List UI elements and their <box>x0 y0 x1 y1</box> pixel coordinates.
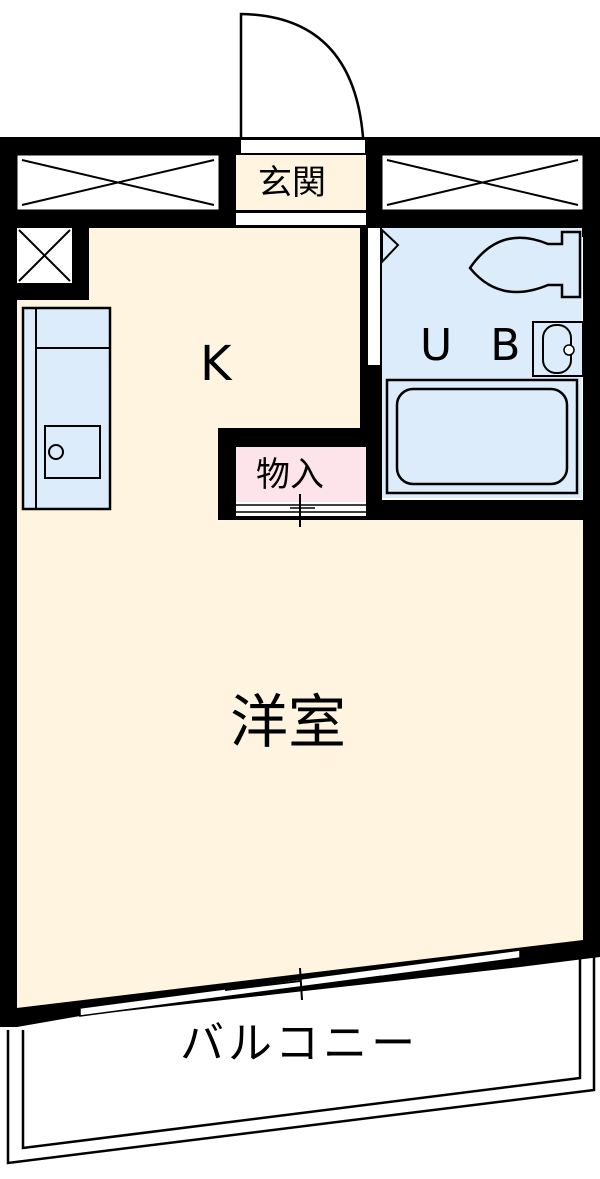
entrance-floor <box>236 155 366 210</box>
sink-icon <box>532 321 584 377</box>
toilet-icon <box>468 230 582 299</box>
bath-door-swing <box>381 227 400 265</box>
western-room-floor <box>17 520 583 1010</box>
balcony-railing <box>6 955 596 1165</box>
closet-left-icon <box>16 154 220 211</box>
bath-door[interactable] <box>368 228 380 365</box>
storage-label: 物入 <box>256 455 324 495</box>
kitchen-counter-icon <box>21 306 112 511</box>
storage-floor <box>236 447 366 502</box>
storage-sliding-door[interactable] <box>236 494 366 527</box>
balcony-sliding-door[interactable] <box>79 949 521 1017</box>
shaft-icon <box>17 228 72 283</box>
entrance-label: 玄関 <box>258 163 326 203</box>
unit-bath-label: U B <box>420 320 533 371</box>
western-room-label: 洋室 <box>230 688 347 756</box>
balcony-label: バルコニー <box>180 1018 420 1069</box>
closet-right-icon <box>381 154 584 211</box>
bathtub-icon <box>385 378 579 495</box>
entrance-door-icon <box>239 12 366 159</box>
entrance-step <box>236 213 366 225</box>
entrance-threshold <box>241 140 365 153</box>
kitchen-label: K <box>200 336 232 392</box>
